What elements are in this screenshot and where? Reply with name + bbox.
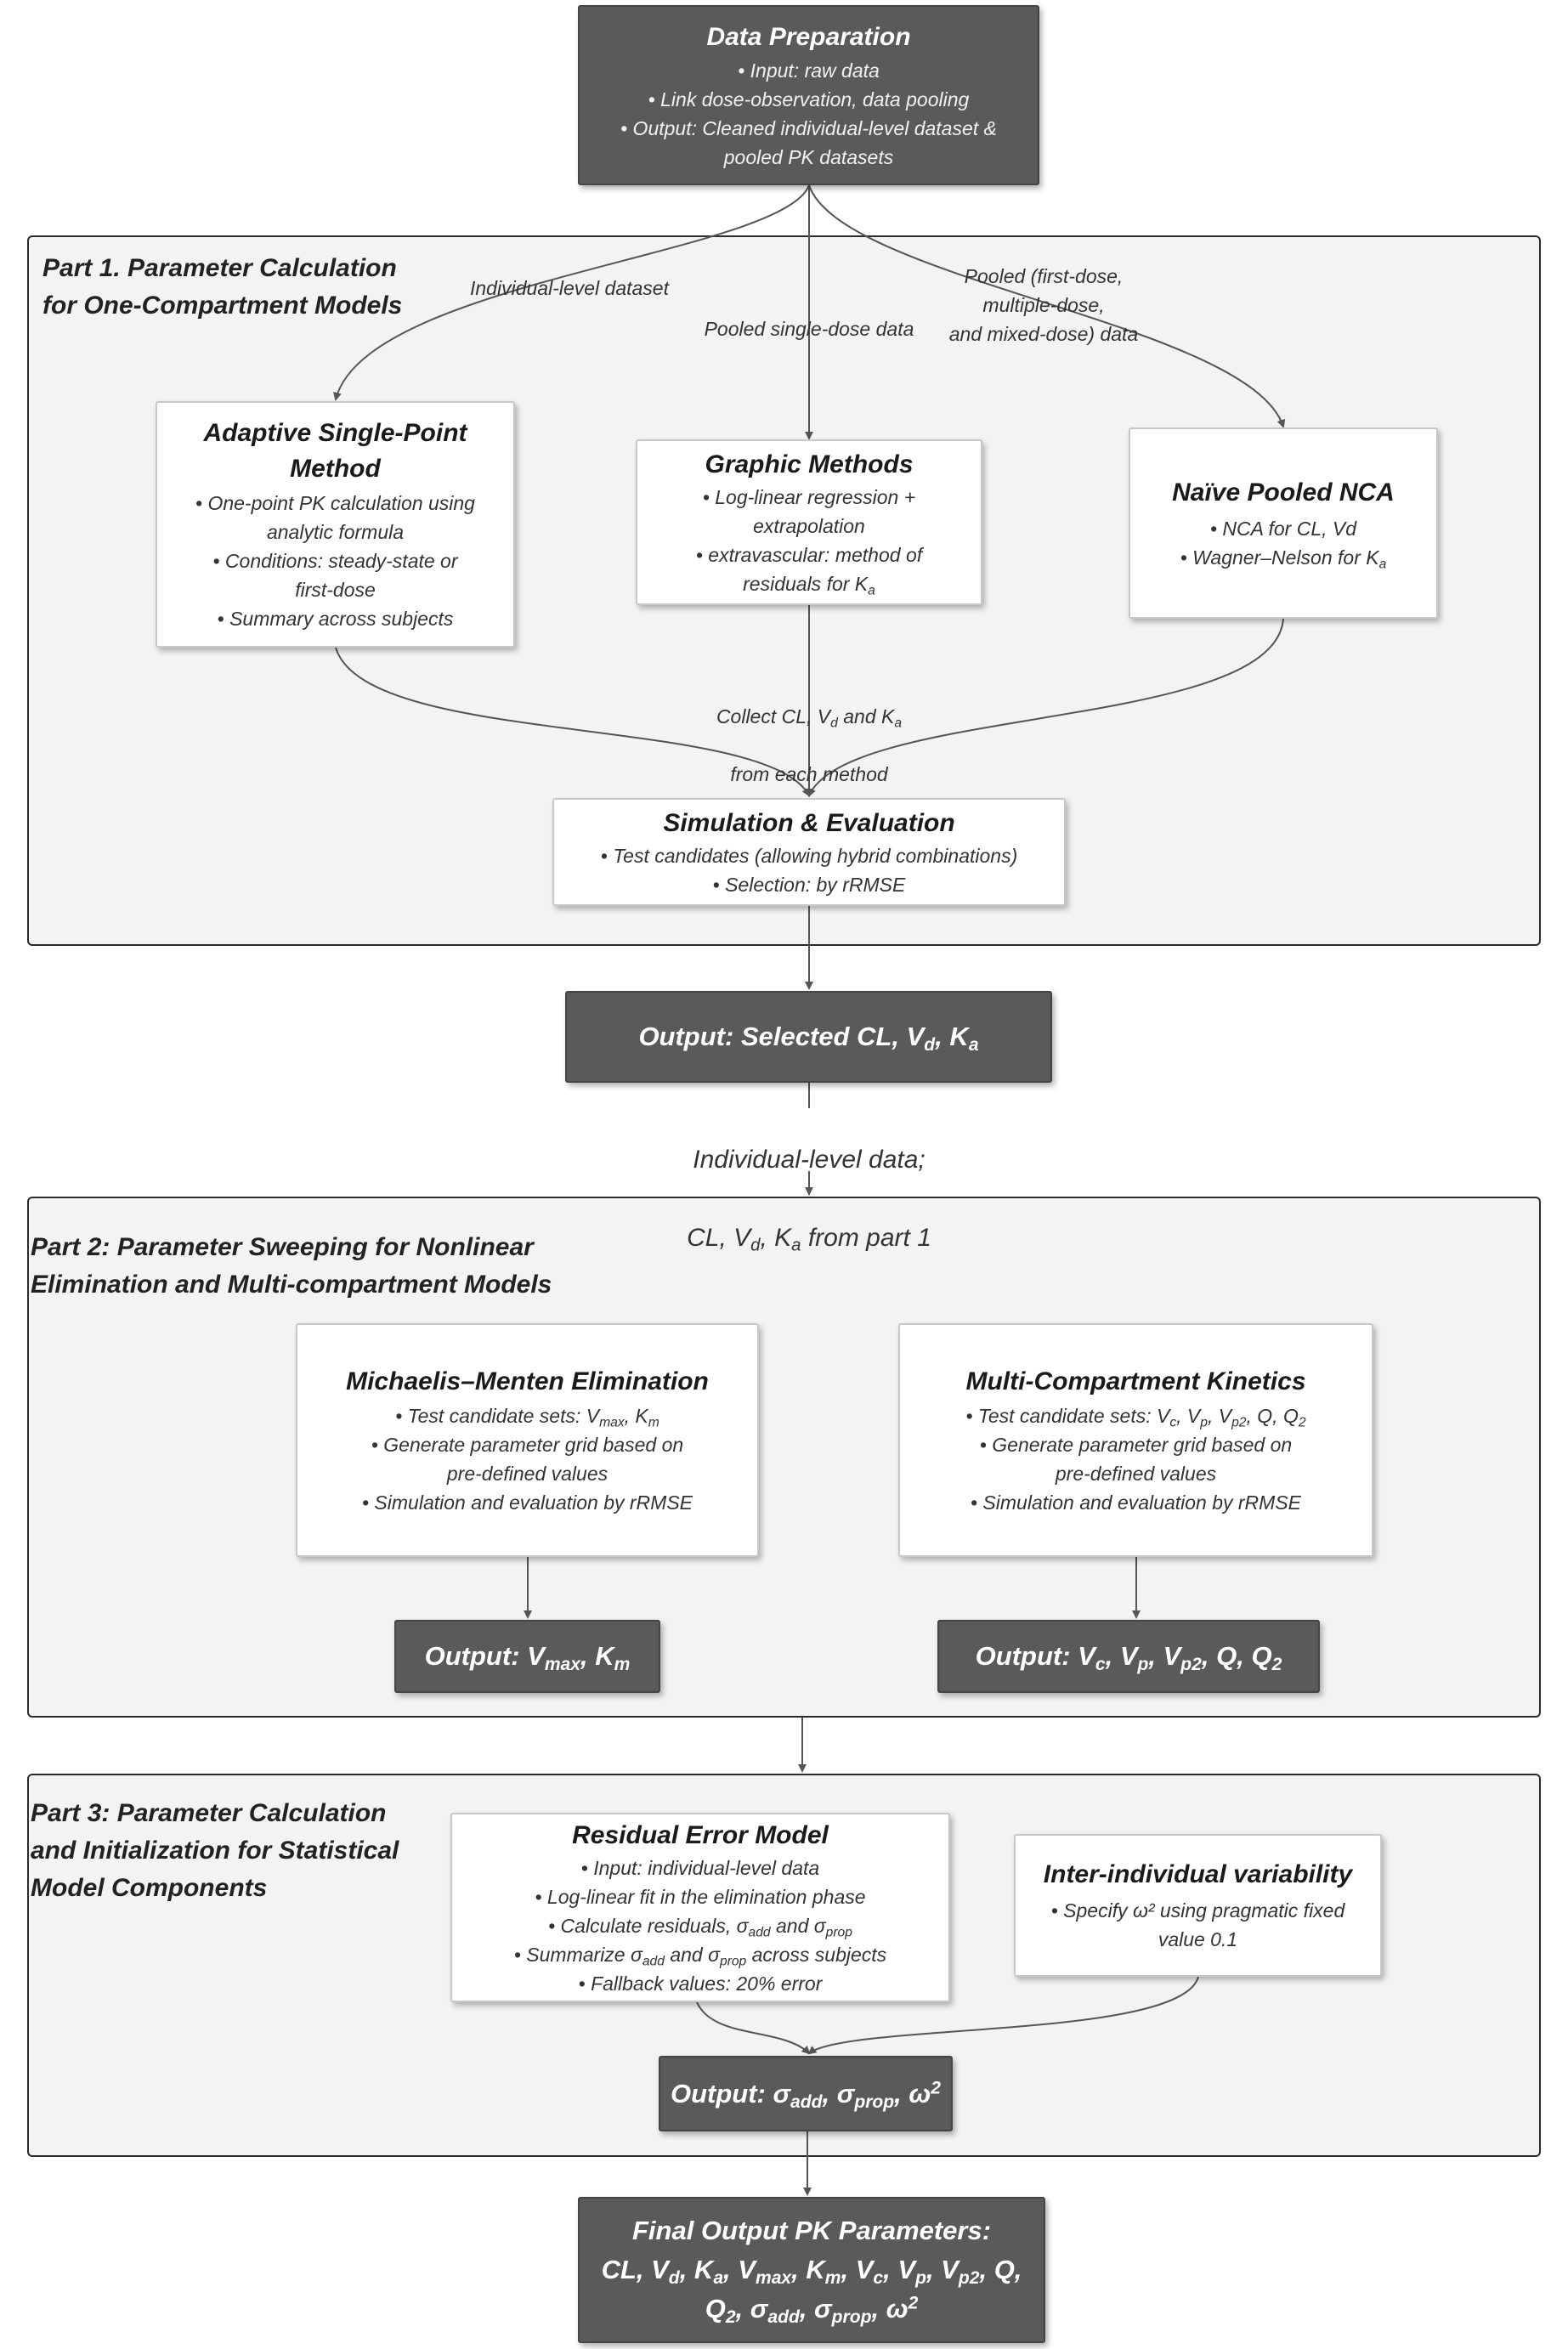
adaptive-line: • One-point PK calculation using (195, 492, 475, 514)
sim-line: • Selection: by rRMSE (712, 873, 906, 896)
arrow-rem-to-out3 (696, 2001, 811, 2055)
edge-label-pooled-single: Pooled single-dose data (704, 318, 914, 340)
multi-compartment-box: Multi-Compartment Kinetics • Test candid… (898, 1323, 1373, 1557)
data-preparation-box: Data Preparation • Input: raw data • Lin… (578, 5, 1039, 185)
rem-line: • Calculate residuals, σadd and σprop (548, 1914, 852, 1939)
graphic-methods-box: Graphic Methods • Log-linear regression … (636, 439, 982, 605)
data-preparation-line: • Link dose-observation, data pooling (648, 88, 970, 110)
graphic-line: • Log-linear regression + (702, 485, 916, 508)
final-output-params: Q2, σadd, σprop, ω2 (705, 2293, 919, 2327)
adaptive-title: Method (290, 455, 381, 483)
iiv-line: • Specify ω² using pragmatic fixed (1050, 1899, 1345, 1922)
data-preparation-title: Data Preparation (706, 23, 911, 51)
output-mm-box: Output: Vmax, Km (394, 1620, 660, 1693)
rem-line: • Summarize σadd and σprop across subjec… (513, 1943, 887, 1968)
michaelis-menten-box: Michaelis–Menten Elimination • Test cand… (296, 1323, 759, 1557)
arrow-prep-to-nca (808, 184, 1286, 428)
nca-line: • NCA for CL, Vd (1209, 517, 1357, 540)
mc-line: • Generate parameter grid based on (979, 1433, 1293, 1456)
rem-line: • Log-linear fit in the elimination phas… (535, 1885, 866, 1908)
data-preparation-line: • Output: Cleaned individual-level datas… (620, 117, 997, 139)
final-output-params: CL, Vd, Ka, Vmax, Km, Vc, Vp, Vp2, Q, (601, 2255, 1022, 2288)
mm-line: • Generate parameter grid based on (371, 1433, 684, 1456)
output-selected-box: Output: Selected CL, Vd, Ka (565, 991, 1052, 1083)
mc-line: • Test candidate sets: Vc, Vp, Vp2, Q, Q… (965, 1404, 1306, 1429)
nca-line: • Wagner–Nelson for Ka (1180, 546, 1387, 571)
part1-title: Part 1. Parameter Calculation for One-Co… (42, 254, 403, 320)
between-part1-part2-label: Individual-level data; CL, Vd, Ka from p… (687, 1146, 931, 1255)
output-statistical-text: Output: σadd, σprop, ω2 (670, 2077, 942, 2112)
mm-title: Michaelis–Menten Elimination (346, 1367, 709, 1395)
adaptive-line: • Summary across subjects (217, 608, 454, 630)
output-mm-text: Output: Vmax, Km (424, 1641, 631, 1674)
nca-title: Naïve Pooled NCA (1172, 478, 1395, 507)
output-mc-text: Output: Vc, Vp, Vp2, Q, Q2 (975, 1641, 1282, 1674)
mc-title: Multi-Compartment Kinetics (965, 1367, 1306, 1395)
rem-line: • Fallback values: 20% error (578, 1972, 823, 1995)
output-statistical-box: Output: σadd, σprop, ω2 (659, 2056, 953, 2131)
edge-label-individual: Individual-level dataset (470, 277, 669, 299)
arrow-iiv-to-out3 (807, 1976, 1199, 2055)
arrow-adaptive-to-sim (335, 647, 810, 797)
output-mc-box: Output: Vc, Vp, Vp2, Q, Q2 (937, 1620, 1320, 1693)
final-output-title: Final Output PK Parameters: (631, 2216, 992, 2245)
arrow-prep-to-adaptive (333, 184, 810, 401)
mm-line: • Test candidate sets: Vmax, Km (395, 1404, 659, 1429)
graphic-line: residuals for Ka (743, 572, 875, 597)
edge-label-pooled-multi: Pooled (first-dose, multiple-dose, and m… (948, 265, 1139, 345)
mc-line: • Simulation and evaluation by rRMSE (970, 1491, 1302, 1514)
adaptive-single-point-box: Adaptive Single-Point Method • One-point… (156, 401, 515, 648)
data-preparation-line: • Input: raw data (738, 59, 880, 82)
residual-error-model-box: Residual Error Model • Input: individual… (450, 1813, 950, 2002)
adaptive-line: first-dose (295, 579, 376, 601)
mm-line: pre-defined values (446, 1462, 609, 1485)
part2-title: Part 2: Parameter Sweeping for Nonlinear… (31, 1233, 552, 1299)
rem-line: • Input: individual-level data (580, 1856, 820, 1879)
graphic-title: Graphic Methods (705, 450, 914, 478)
output-selected-text: Output: Selected CL, Vd, Ka (638, 1022, 979, 1055)
mm-line: • Simulation and evaluation by rRMSE (361, 1491, 693, 1514)
inter-individual-variability-box: Inter-individual variability • Specify ω… (1014, 1834, 1382, 1977)
final-output-box: Final Output PK Parameters: CL, Vd, Ka, … (578, 2197, 1045, 2343)
iiv-line: value 0.1 (1158, 1928, 1238, 1950)
part3-title: Part 3: Parameter Calculation and Initia… (31, 1799, 399, 1902)
graphic-line: extrapolation (753, 514, 865, 537)
simulation-evaluation-box: Simulation & Evaluation • Test candidate… (552, 798, 1066, 906)
adaptive-title: Adaptive Single-Point (203, 419, 467, 447)
adaptive-line: • Conditions: steady-state or (212, 550, 458, 572)
data-preparation-line: pooled PK datasets (723, 146, 894, 168)
rem-title: Residual Error Model (572, 1820, 829, 1849)
mc-line: pre-defined values (1055, 1462, 1217, 1485)
graphic-line: • extravascular: method of (695, 543, 923, 566)
arrow-nca-to-sim (807, 618, 1284, 797)
sim-title: Simulation & Evaluation (663, 808, 955, 837)
sim-line: • Test candidates (allowing hybrid combi… (600, 844, 1018, 867)
iiv-title: Inter-individual variability (1043, 1860, 1353, 1888)
edge-label-collect: Collect CL, Vd and Ka from each method (716, 705, 903, 785)
adaptive-line: analytic formula (266, 521, 405, 543)
naive-pooled-nca-box: Naïve Pooled NCA • NCA for CL, Vd • Wagn… (1129, 427, 1438, 619)
